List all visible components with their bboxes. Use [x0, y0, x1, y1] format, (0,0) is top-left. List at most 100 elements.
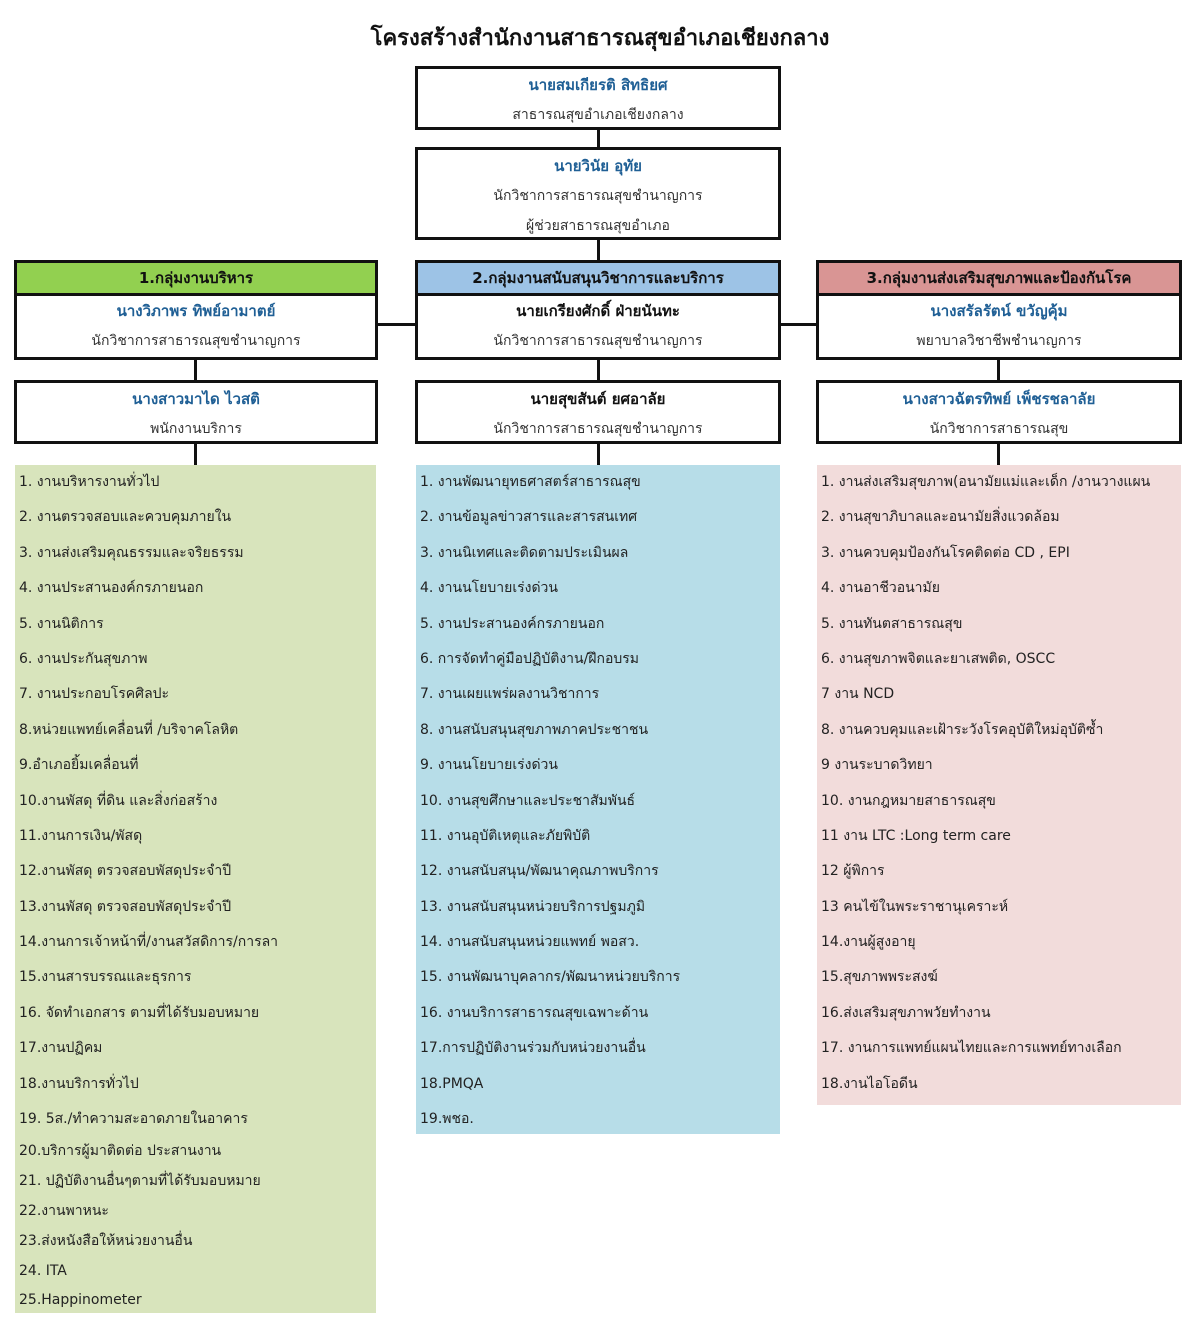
task-item: 16. จัดทำเอกสาร ตามที่ได้รับมอบหมาย — [19, 1004, 260, 1021]
group1-leader-name: นางวิภาพร ทิพย์อามาตย์ — [116, 302, 276, 320]
group3-box: 3.กลุ่มงานส่งเสริมสุขภาพและป้องกันโรค นา… — [816, 260, 1182, 360]
task-item: 2. งานตรวจสอบและควบคุมภายใน — [19, 509, 232, 526]
task-item: 9.อำเภอยิ้มเคลื่อนที่ — [19, 757, 139, 774]
assistant-role: ผู้ช่วยสาธารณสุขอำเภอ — [526, 218, 670, 234]
assistant-position: นักวิชาการสาธารณสุขชำนาญการ — [493, 188, 703, 204]
task-item: 5. งานประสานองค์กรภายนอก — [420, 615, 605, 632]
task-item: 3. งานส่งเสริมคุณธรรมและจริยธรรม — [19, 544, 244, 561]
task-item: 18.งานบริการทั่วไป — [19, 1075, 139, 1092]
task-item: 16. งานบริการสาธารณสุขเฉพาะด้าน — [420, 1004, 649, 1021]
connector-assistant-group2 — [597, 239, 600, 261]
group1-title: 1.กลุ่มงานบริหาร — [17, 263, 375, 296]
task-item: 8. งานควบคุมและเฝ้าระวังโรคอุบัติใหม่อุบ… — [821, 721, 1104, 738]
connector-staff2-tasks — [597, 443, 600, 465]
task-item: 19. 5ส./ทำความสะอาดภายในอาคาร — [19, 1111, 248, 1128]
group2-box: 2.กลุ่มงานสนับสนุนวิชาการและบริการ นายเก… — [415, 260, 781, 360]
task-item: 15.สุขภาพพระสงฆ์ — [821, 969, 938, 986]
head-box: นายสมเกียรติ สิทธิยศ สาธารณสุขอำเภอเชียง… — [415, 66, 781, 130]
connector-group3-staff — [997, 359, 1000, 381]
connector-staff1-tasks — [194, 443, 197, 465]
task-item: 15. งานพัฒนาบุคลากร/พัฒนาหน่วยบริการ — [420, 969, 681, 986]
task-item: 8. งานสนับสนุนสุขภาพภาคประชาชน — [420, 721, 649, 738]
group2-title: 2.กลุ่มงานสนับสนุนวิชาการและบริการ — [418, 263, 778, 296]
group1-box: 1.กลุ่มงานบริหาร นางวิภาพร ทิพย์อามาตย์ … — [14, 260, 378, 360]
group3-leader-position: พยาบาลวิชาชีพชำนาญการ — [916, 333, 1082, 349]
group2-staff-box: นายสุขสันต์ ยศอาลัย นักวิชาการสาธารณสุขช… — [415, 380, 781, 444]
task-item: 5. งานนิติการ — [19, 615, 104, 632]
task-item: 1. งานส่งเสริมสุขภาพ(อนามัยแม่และเด็ก /ง… — [821, 474, 1151, 490]
task-item: 5. งานทันตสาธารณสุข — [821, 615, 963, 632]
task-item: 21. ปฏิบัติงานอื่นๆตามที่ได้รับมอบหมาย — [19, 1173, 261, 1190]
task-item: 2. งานข้อมูลข่าวสารและสารสนเทศ — [420, 509, 638, 526]
task-item: 15.งานสารบรรณและธุรการ — [19, 969, 192, 986]
head-name: นายสมเกียรติ สิทธิยศ — [528, 76, 668, 94]
assistant-name: นายวินัย อุทัย — [554, 157, 642, 175]
task-item: 14.งานการเจ้าหน้าที่/งานสวัสดิการ/การลา — [19, 934, 279, 951]
group1-staff-position: พนักงานบริการ — [150, 421, 242, 437]
task-item: 12.งานพัสดุ ตรวจสอบพัสดุประจำปี — [19, 863, 232, 880]
task-item: 20.บริการผู้มาติดต่อ ประสานงาน — [19, 1143, 222, 1160]
group2-leader-position: นักวิชาการสาธารณสุขชำนาญการ — [493, 333, 703, 349]
connector-head-assistant — [597, 129, 600, 148]
task-item: 7. งานประกอบโรคศิลปะ — [19, 686, 170, 703]
task-item: 9. งานนโยบายเร่งด่วน — [420, 757, 558, 774]
task-item: 3. งานนิเทศและติดตามประเมินผล — [420, 544, 629, 561]
task-item: 18.PMQA — [420, 1075, 484, 1092]
connector-group2-staff — [597, 359, 600, 381]
task-item: 17.การปฏิบัติงานร่วมกับหน่วยงานอื่น — [420, 1040, 646, 1057]
task-item: 6. งานสุขภาพจิตและยาเสพติด, OSCC — [821, 650, 1056, 667]
task-item: 6. งานประกันสุขภาพ — [19, 650, 148, 667]
group3-title: 3.กลุ่มงานส่งเสริมสุขภาพและป้องกันโรค — [819, 263, 1179, 296]
group1-staff-name: นางสาวมาได ไวสติ — [132, 390, 260, 408]
group2-staff-position: นักวิชาการสาธารณสุขชำนาญการ — [493, 421, 703, 437]
task-item: 11.งานการเงิน/พัสดุ — [19, 827, 143, 844]
task-item: 14.งานผู้สูงอายุ — [821, 934, 916, 951]
task-item: 11 งาน LTC :Long term care — [821, 827, 1011, 844]
chart-title: โครงสร้างสำนักงานสาธารณสุขอำเภอเชียงกลาง — [370, 26, 830, 51]
task-item: 17. งานการแพทย์แผนไทยและการแพทย์ทางเลือก — [821, 1040, 1122, 1057]
task-item: 4. งานประสานองค์กรภายนอก — [19, 580, 204, 597]
task-item: 7. งานเผยแพร่ผลงานวิชาการ — [420, 686, 600, 703]
task-item: 14. งานสนับสนุนหน่วยแพทย์ พอสว. — [420, 934, 640, 951]
task-item: 12 ผู้พิการ — [821, 863, 885, 880]
group1-leader-position: นักวิชาการสาธารณสุขชำนาญการ — [91, 333, 301, 349]
assistant-box: นายวินัย อุทัย นักวิชาการสาธารณสุขชำนาญก… — [415, 147, 781, 240]
task-item: 1. งานพัฒนายุทธศาสตร์สาธารณสุข — [420, 474, 641, 490]
task-item: 13.งานพัสดุ ตรวจสอบพัสดุประจำปี — [19, 898, 232, 915]
task-item: 13 คนไข้ในพระราชานุเคราะห์ — [821, 898, 1009, 915]
head-position: สาธารณสุขอำเภอเชียงกลาง — [512, 107, 684, 123]
task-item: 10. งานกฎหมายสาธารณสุข — [821, 792, 996, 809]
group1-task-list: 1. งานบริหารงานทั่วไป 2. งานตรวจสอบและควบ… — [15, 465, 376, 1313]
task-item: 16.ส่งเสริมสุขภาพวัยทำงาน — [821, 1004, 991, 1021]
task-item: 18.งานไอโอดีน — [821, 1075, 918, 1092]
task-item: 7 งาน NCD — [821, 686, 895, 703]
group2-staff-name: นายสุขสันต์ ยศอาลัย — [530, 390, 666, 408]
group3-staff-position: นักวิชาการสาธารณสุข — [929, 421, 1069, 437]
group3-task-list: 1. งานส่งเสริมสุขภาพ(อนามัยแม่และเด็ก /ง… — [817, 465, 1181, 1105]
task-item: 4. งานอาชีวอนามัย — [821, 580, 940, 597]
connector-group1-staff — [194, 359, 197, 381]
task-item: 1. งานบริหารงานทั่วไป — [19, 474, 160, 490]
group1-staff-box: นางสาวมาได ไวสติ พนักงานบริการ — [14, 380, 378, 444]
task-item: 10.งานพัสดุ ที่ดิน และสิ่งก่อสร้าง — [19, 792, 218, 809]
task-item: 25.Happinometer — [19, 1292, 142, 1309]
task-item: 6. การจัดทำคู่มือปฏิบัติงาน/ฝึกอบรม — [420, 650, 640, 667]
task-item: 10. งานสุขศึกษาและประชาสัมพันธ์ — [420, 792, 636, 809]
group3-staff-box: นางสาวฉัตรทิพย์ เพ็ชรชลาลัย นักวิชาการสา… — [816, 380, 1182, 444]
task-item: 24. ITA — [19, 1262, 67, 1279]
task-item: 22.งานพาหนะ — [19, 1203, 109, 1220]
task-item: 2. งานสุขาภิบาลและอนามัยสิ่งแวดล้อม — [821, 509, 1060, 526]
task-item: 8.หน่วยแพทย์เคลื่อนที่ /บริจาคโลหิต — [19, 721, 239, 738]
group2-task-list: 1. งานพัฒนายุทธศาสตร์สาธารณสุข 2. งานข้อม… — [416, 465, 780, 1134]
group3-leader-name: นางสรัลรัตน์ ขวัญคุ้ม — [930, 302, 1068, 320]
task-item: 13. งานสนับสนุนหน่วยบริการปฐมภูมิ — [420, 898, 646, 915]
connector-group2-group3 — [780, 323, 818, 326]
task-item: 11. งานอุบัติเหตุและภัยพิบัติ — [420, 827, 591, 844]
group2-leader-name: นายเกรียงศักดิ์ ฝ่ายนันทะ — [516, 302, 680, 320]
task-item: 12. งานสนับสนุน/พัฒนาคุณภาพบริการ — [420, 863, 659, 880]
connector-staff3-tasks — [997, 443, 1000, 465]
task-item: 3. งานควบคุมป้องกันโรคติดต่อ CD , EPI — [821, 544, 1070, 561]
task-item: 19.พชอ. — [420, 1111, 474, 1128]
task-item: 9 งานระบาดวิทยา — [821, 757, 933, 774]
group3-staff-name: นางสาวฉัตรทิพย์ เพ็ชรชลาลัย — [902, 390, 1096, 408]
